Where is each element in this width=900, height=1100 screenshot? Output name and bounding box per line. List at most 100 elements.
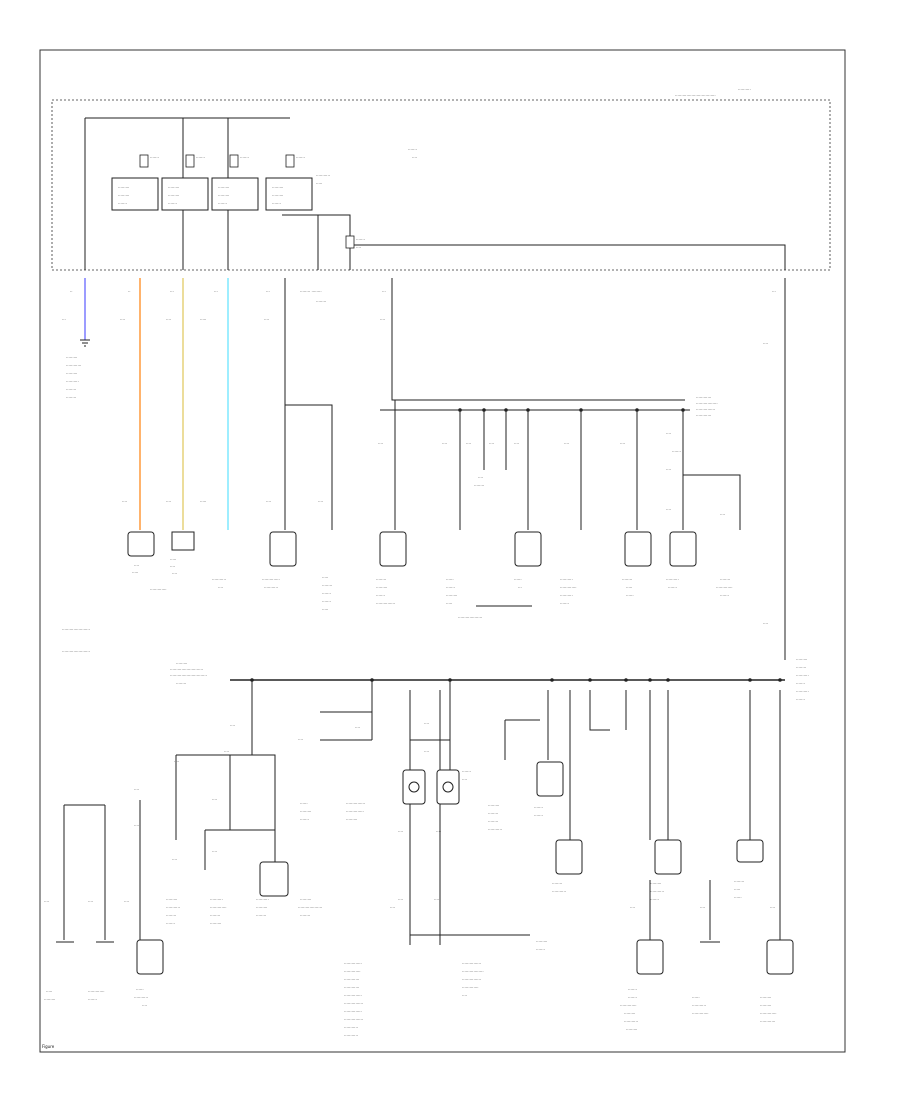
svg-text:...............: ............... [344, 1016, 363, 1021]
svg-text:..........: .......... [256, 896, 269, 901]
svg-text:..........: .......... [738, 86, 751, 91]
svg-text:....: .... [318, 498, 323, 503]
svg-text:....: .... [424, 720, 429, 725]
svg-text:.......: ....... [446, 584, 455, 589]
svg-text:....: .... [122, 498, 127, 503]
svg-text:.....: ..... [626, 584, 632, 589]
svg-text:...........: ........... [166, 904, 180, 909]
svg-text:......: ...... [300, 800, 308, 805]
svg-text:.............................: ............................. [170, 672, 207, 677]
svg-text:.......: ....... [300, 816, 309, 821]
svg-text:.....: ..... [734, 886, 740, 891]
svg-text:............: ............ [760, 1018, 775, 1023]
svg-text:........: ........ [322, 582, 332, 587]
svg-text:...................: ................... [298, 904, 322, 909]
svg-text:........: ........ [488, 810, 498, 815]
svg-text:.......: ....... [796, 696, 805, 701]
svg-text:....: .... [720, 511, 725, 516]
svg-text:.........: ......... [760, 1002, 771, 1007]
svg-text:.......: ....... [534, 804, 543, 809]
svg-text:..........: .......... [560, 576, 573, 581]
junction-bus-lower: ......... .......................... ...… [170, 656, 809, 701]
svg-text:.......: ....... [150, 154, 159, 159]
svg-text:.........: ......... [168, 184, 179, 189]
svg-text:.......: ....... [628, 994, 637, 999]
svg-text:.......: ....... [88, 996, 97, 1001]
svg-text:....: .... [390, 904, 395, 909]
svg-text:.........: ......... [300, 808, 311, 813]
svg-text:...............: ............... [376, 600, 395, 605]
svg-text:....: .... [763, 620, 768, 625]
svg-text:.......: ....... [534, 812, 543, 817]
svg-text:........: ........ [734, 878, 744, 883]
svg-text:...: ... [214, 288, 218, 293]
svg-text:.......: ....... [628, 986, 637, 991]
svg-text:.......: ....... [166, 920, 175, 925]
svg-text:...............: ............... [462, 976, 481, 981]
svg-text:........: ........ [552, 880, 562, 885]
svg-text:.......: ....... [322, 590, 331, 595]
svg-text:........: ........ [376, 576, 386, 581]
svg-text:..............: .............. [346, 808, 364, 813]
svg-text:.........: ......... [168, 192, 179, 197]
svg-text:.........: ......... [796, 656, 807, 661]
junction-bus-middle: ............ ................. .........… [380, 394, 741, 530]
svg-text:.........: ......... [536, 938, 547, 943]
svg-text:.....: ..... [322, 574, 328, 579]
svg-text:.........: ......... [272, 184, 283, 189]
svg-text:........: ........ [256, 912, 266, 917]
svg-text:.........: ......... [118, 184, 129, 189]
svg-text:...........: ........... [650, 888, 664, 893]
svg-text:....: .... [630, 904, 635, 909]
fuse-box-bus [84, 117, 290, 270]
svg-text:...............: ............... [344, 1000, 363, 1005]
svg-text:........: ........ [622, 576, 632, 581]
svg-text:....: .... [142, 1002, 147, 1007]
svg-text:..........: .......... [796, 672, 809, 677]
svg-text:...............: ............... [346, 800, 365, 805]
svg-text:...: ... [170, 288, 174, 293]
svg-text:...: ... [266, 288, 270, 293]
svg-text:....: .... [120, 316, 125, 321]
svg-text:.......: ....... [376, 592, 385, 597]
svg-text:.......: ....... [560, 600, 569, 605]
svg-text:............: ............ [66, 362, 81, 367]
svg-text:.....: ..... [200, 316, 206, 321]
svg-text:.......: ....... [462, 768, 471, 773]
svg-text:....: .... [763, 340, 768, 345]
svg-text:.............: ............. [88, 988, 105, 993]
svg-text:...: ... [518, 584, 522, 589]
svg-text:...........: ........... [344, 1024, 358, 1029]
svg-text:....: .... [174, 758, 179, 763]
svg-text:.....: ..... [200, 498, 206, 503]
svg-text:........: ........ [474, 482, 484, 487]
svg-text:....: .... [355, 736, 360, 741]
svg-text:.........: ......... [488, 802, 499, 807]
svg-text:..: .. [70, 288, 73, 293]
svg-text:....: .... [264, 316, 269, 321]
svg-text:.........: ......... [176, 660, 187, 665]
svg-text:.....: ..... [316, 180, 322, 185]
ground-symbol-1: ......... ............ ......... .......… [66, 339, 90, 399]
svg-text:.........: ......... [118, 192, 129, 197]
svg-text:...........: ........... [212, 576, 226, 581]
svg-text:.......: ....... [196, 154, 205, 159]
svg-text:..........: .......... [66, 378, 79, 383]
svg-text:.......: ....... [296, 154, 305, 159]
svg-text:....: .... [380, 316, 385, 321]
svg-text:.........: ......... [624, 1010, 635, 1015]
svg-text:....: .... [398, 828, 403, 833]
svg-text:..............................: ................................ [675, 92, 716, 97]
svg-text:....: .... [442, 440, 447, 445]
svg-text:.............: ............. [150, 586, 167, 591]
svg-text:....: .... [462, 776, 467, 781]
svg-text:.......: ....... [272, 200, 281, 205]
svg-text:....: .... [355, 724, 360, 729]
svg-text:........: ........ [66, 394, 76, 399]
svg-text:....: .... [478, 474, 483, 479]
svg-text:.....: ..... [46, 988, 52, 993]
svg-text:.........: ......... [256, 904, 267, 909]
svg-text:.................: ................. [462, 968, 484, 973]
svg-text:.........: ......... [446, 592, 457, 597]
svg-text:...: ... [772, 288, 776, 293]
